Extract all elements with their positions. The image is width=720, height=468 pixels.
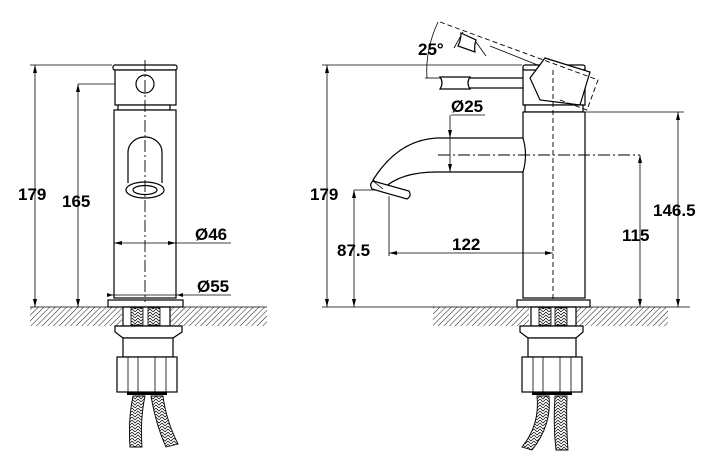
dim-25-degree-label: 25° [418,40,444,59]
dim-165-label: 165 [62,192,90,211]
dimension-spout-diameter: Ø25 [448,97,485,172]
dimension-body-height: 146.5 [585,111,696,307]
spout [370,137,527,200]
faucet-body-front [107,60,184,308]
dimension-outlet-height: 87.5 [337,189,386,307]
dimension-handle-height: 165 [62,83,136,307]
lever-handle [438,57,591,113]
dim-179-side-label: 179 [310,185,338,204]
dim-179-front-label: 179 [18,185,46,204]
dim-115-label: 115 [622,226,649,245]
mounting-fittings-front [114,306,183,395]
dim-25-diameter-label: Ø25 [451,97,483,116]
dimension-total-height-front: 179 [18,64,112,307]
dim-87-5-label: 87.5 [337,241,370,260]
countertop-front [30,306,267,326]
dim-146-5-label: 146.5 [653,201,696,220]
dimension-body-diameter: Ø46 [114,225,231,245]
lever-handle-raised-outline [439,21,599,111]
dimension-base-diameter: Ø55 [107,277,231,297]
dimension-spout-axis-height: 115 [622,155,649,307]
countertop-side [322,306,690,326]
side-view: 179 87.5 25° [310,21,696,451]
supply-hoses-front [128,395,179,448]
dimension-total-height-side: 179 [310,64,522,307]
dimension-spout-reach: 122 [388,196,553,256]
mounting-fittings-side [519,306,584,395]
dim-46-label: Ø46 [195,225,227,244]
supply-hoses-side [521,395,569,451]
dim-122-label: 122 [452,235,480,254]
dim-55-label: Ø55 [197,277,229,296]
front-view: 179 165 Ø46 Ø55 [18,60,267,448]
dimension-handle-angle: 25° [418,21,444,79]
faucet-body-side [516,70,591,308]
